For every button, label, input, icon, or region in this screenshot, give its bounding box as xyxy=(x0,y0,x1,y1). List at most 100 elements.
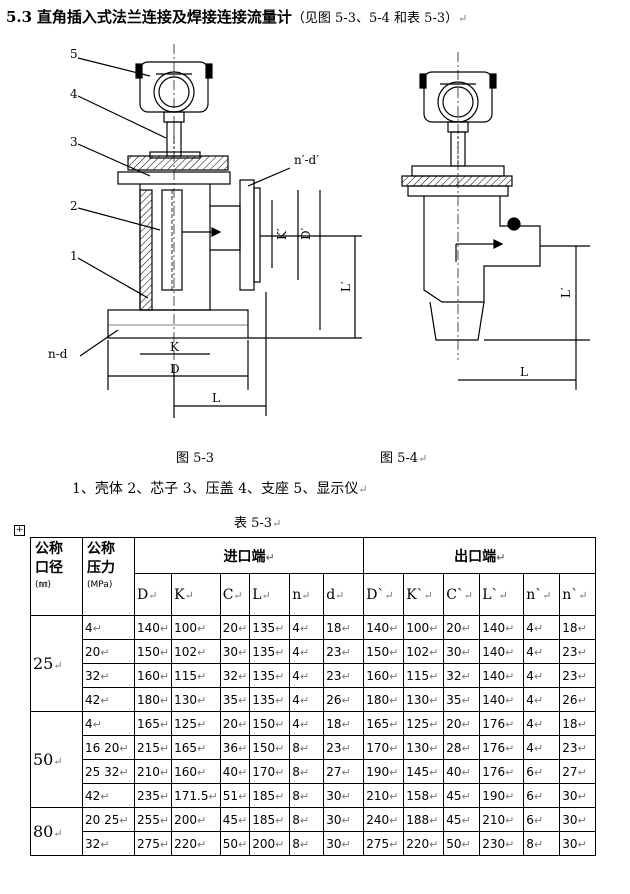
value-cell: 8↵ xyxy=(289,783,325,808)
table-row: 42↵235↵171.5↵51↵185↵8↵30↵210↵158↵45↵190↵… xyxy=(31,783,597,808)
value-cell: 4↵ xyxy=(523,615,561,640)
pressure-cell: 4↵ xyxy=(82,711,135,736)
value-cell: 20↵ xyxy=(443,615,481,640)
value-cell: 45↵ xyxy=(219,807,251,832)
table-move-handle[interactable]: + xyxy=(14,525,25,536)
callout-3: 3 xyxy=(70,135,78,149)
value-cell: 4↵ xyxy=(523,639,561,664)
table-title: 表 5-3↵ xyxy=(234,516,282,531)
table-row: 25↵4↵140↵100↵20↵135↵4↵18↵140↵100↵20↵140↵… xyxy=(30,615,597,712)
value-cell: 125↵ xyxy=(403,711,445,736)
column-header: n↵ xyxy=(289,573,325,616)
value-cell: 176↵ xyxy=(479,711,525,736)
table-row: 25 32↵210↵160↵40↵170↵8↵27↵190↵145↵40↵176… xyxy=(31,759,597,784)
value-cell: 140↵ xyxy=(133,615,173,640)
value-cell: 125↵ xyxy=(171,711,221,736)
table-row: 16 20↵215↵165↵36↵150↵8↵23↵170↵130↵28↵176… xyxy=(31,735,597,760)
value-cell: 160↵ xyxy=(133,663,173,688)
value-cell: 190↵ xyxy=(479,783,525,808)
header-outlet: 出口端↵ xyxy=(363,537,597,574)
value-cell: 30↵ xyxy=(323,783,365,808)
value-cell: 35↵ xyxy=(443,687,481,712)
table-row: 32↵160↵115↵32↵135↵4↵23↵160↵115↵32↵140↵4↵… xyxy=(31,663,597,688)
value-cell: 100↵ xyxy=(171,615,221,640)
value-cell: 6↵ xyxy=(523,807,561,832)
value-cell: 210↵ xyxy=(479,807,525,832)
dim-k-prime: K′ xyxy=(275,228,289,240)
header-inlet: 进口端↵ xyxy=(133,537,365,574)
value-cell: 135↵ xyxy=(249,687,291,712)
value-cell: 130↵ xyxy=(403,687,445,712)
value-cell: 45↵ xyxy=(443,783,481,808)
section-subtitle: （见图 5-3、5-4 和表 5-3） xyxy=(291,11,459,26)
figure-5-4-drawing: L′ L xyxy=(401,52,590,390)
value-cell: 4↵ xyxy=(289,687,325,712)
value-cell: 165↵ xyxy=(171,735,221,760)
value-cell: 20↵ xyxy=(219,615,251,640)
value-cell: 215↵ xyxy=(133,735,173,760)
section-heading: 5.3 直角插入式法兰连接及焊接连接流量计（见图 5-3、5-4 和表 5-3）… xyxy=(6,8,468,26)
column-header: K`↵ xyxy=(403,573,445,616)
value-cell: 150↵ xyxy=(363,639,405,664)
dim-d-prime: D′ xyxy=(299,227,313,240)
value-cell: 4↵ xyxy=(289,639,325,664)
value-cell: 140↵ xyxy=(363,615,405,640)
value-cell: 102↵ xyxy=(403,639,445,664)
value-cell: 188↵ xyxy=(403,807,445,832)
value-cell: 27↵ xyxy=(559,759,597,784)
value-cell: 115↵ xyxy=(403,663,445,688)
value-cell: 4↵ xyxy=(523,663,561,688)
value-cell: 4↵ xyxy=(289,615,325,640)
value-cell: 28↵ xyxy=(443,735,481,760)
value-cell: 4↵ xyxy=(289,663,325,688)
table-row: 42↵180↵130↵35↵135↵4↵26↵180↵130↵35↵140↵4↵… xyxy=(31,687,597,712)
column-header: d↵ xyxy=(323,573,365,616)
value-cell: 27↵ xyxy=(323,759,365,784)
value-cell: 235↵ xyxy=(133,783,173,808)
value-cell: 26↵ xyxy=(559,687,597,712)
value-cell: 18↵ xyxy=(559,615,597,640)
value-cell: 20↵ xyxy=(443,711,481,736)
table-row: 80↵20 25↵255↵200↵45↵185↵8↵30↵240↵188↵45↵… xyxy=(30,807,597,856)
dim-d: D xyxy=(170,362,180,376)
column-header: L↵ xyxy=(249,573,291,616)
value-cell: 4↵ xyxy=(523,711,561,736)
value-cell: 32↵ xyxy=(219,663,251,688)
value-cell: 18↵ xyxy=(323,615,365,640)
value-cell: 176↵ xyxy=(479,735,525,760)
value-cell: 30↵ xyxy=(219,639,251,664)
column-header: C↵ xyxy=(219,573,251,616)
section-title: 直角插入式法兰连接及焊接连接流量计 xyxy=(36,8,292,26)
value-cell: 240↵ xyxy=(363,807,405,832)
value-cell: 18↵ xyxy=(323,711,365,736)
value-cell: 255↵ xyxy=(133,807,173,832)
value-cell: 170↵ xyxy=(363,735,405,760)
value-cell: 190↵ xyxy=(363,759,405,784)
value-cell: 30↵ xyxy=(443,639,481,664)
value-cell: 171.5↵ xyxy=(171,783,221,808)
value-cell: 185↵ xyxy=(249,807,291,832)
value-cell: 8↵ xyxy=(289,831,325,856)
value-cell: 35↵ xyxy=(219,687,251,712)
value-cell: 220↵ xyxy=(171,831,221,856)
value-cell: 130↵ xyxy=(171,687,221,712)
value-cell: 200↵ xyxy=(171,807,221,832)
value-cell: 30↵ xyxy=(323,807,365,832)
value-cell: 30↵ xyxy=(323,831,365,856)
value-cell: 180↵ xyxy=(133,687,173,712)
pressure-cell: 16 20↵ xyxy=(82,735,135,760)
dim-l: L xyxy=(212,391,220,405)
value-cell: 176↵ xyxy=(479,759,525,784)
value-cell: 170↵ xyxy=(249,759,291,784)
value-cell: 160↵ xyxy=(171,759,221,784)
parts-list: 1、壳体 2、芯子 3、压盖 4、支座 5、显示仪↵ xyxy=(72,481,368,497)
value-cell: 180↵ xyxy=(363,687,405,712)
value-cell: 4↵ xyxy=(289,711,325,736)
section-number: 5.3 xyxy=(6,8,33,26)
value-cell: 165↵ xyxy=(363,711,405,736)
pressure-cell: 32↵ xyxy=(82,831,135,856)
value-cell: 6↵ xyxy=(523,783,561,808)
value-cell: 140↵ xyxy=(479,639,525,664)
dim-k: K xyxy=(170,340,180,354)
dim-n-prime-d-prime: n′-d′ xyxy=(294,153,319,167)
